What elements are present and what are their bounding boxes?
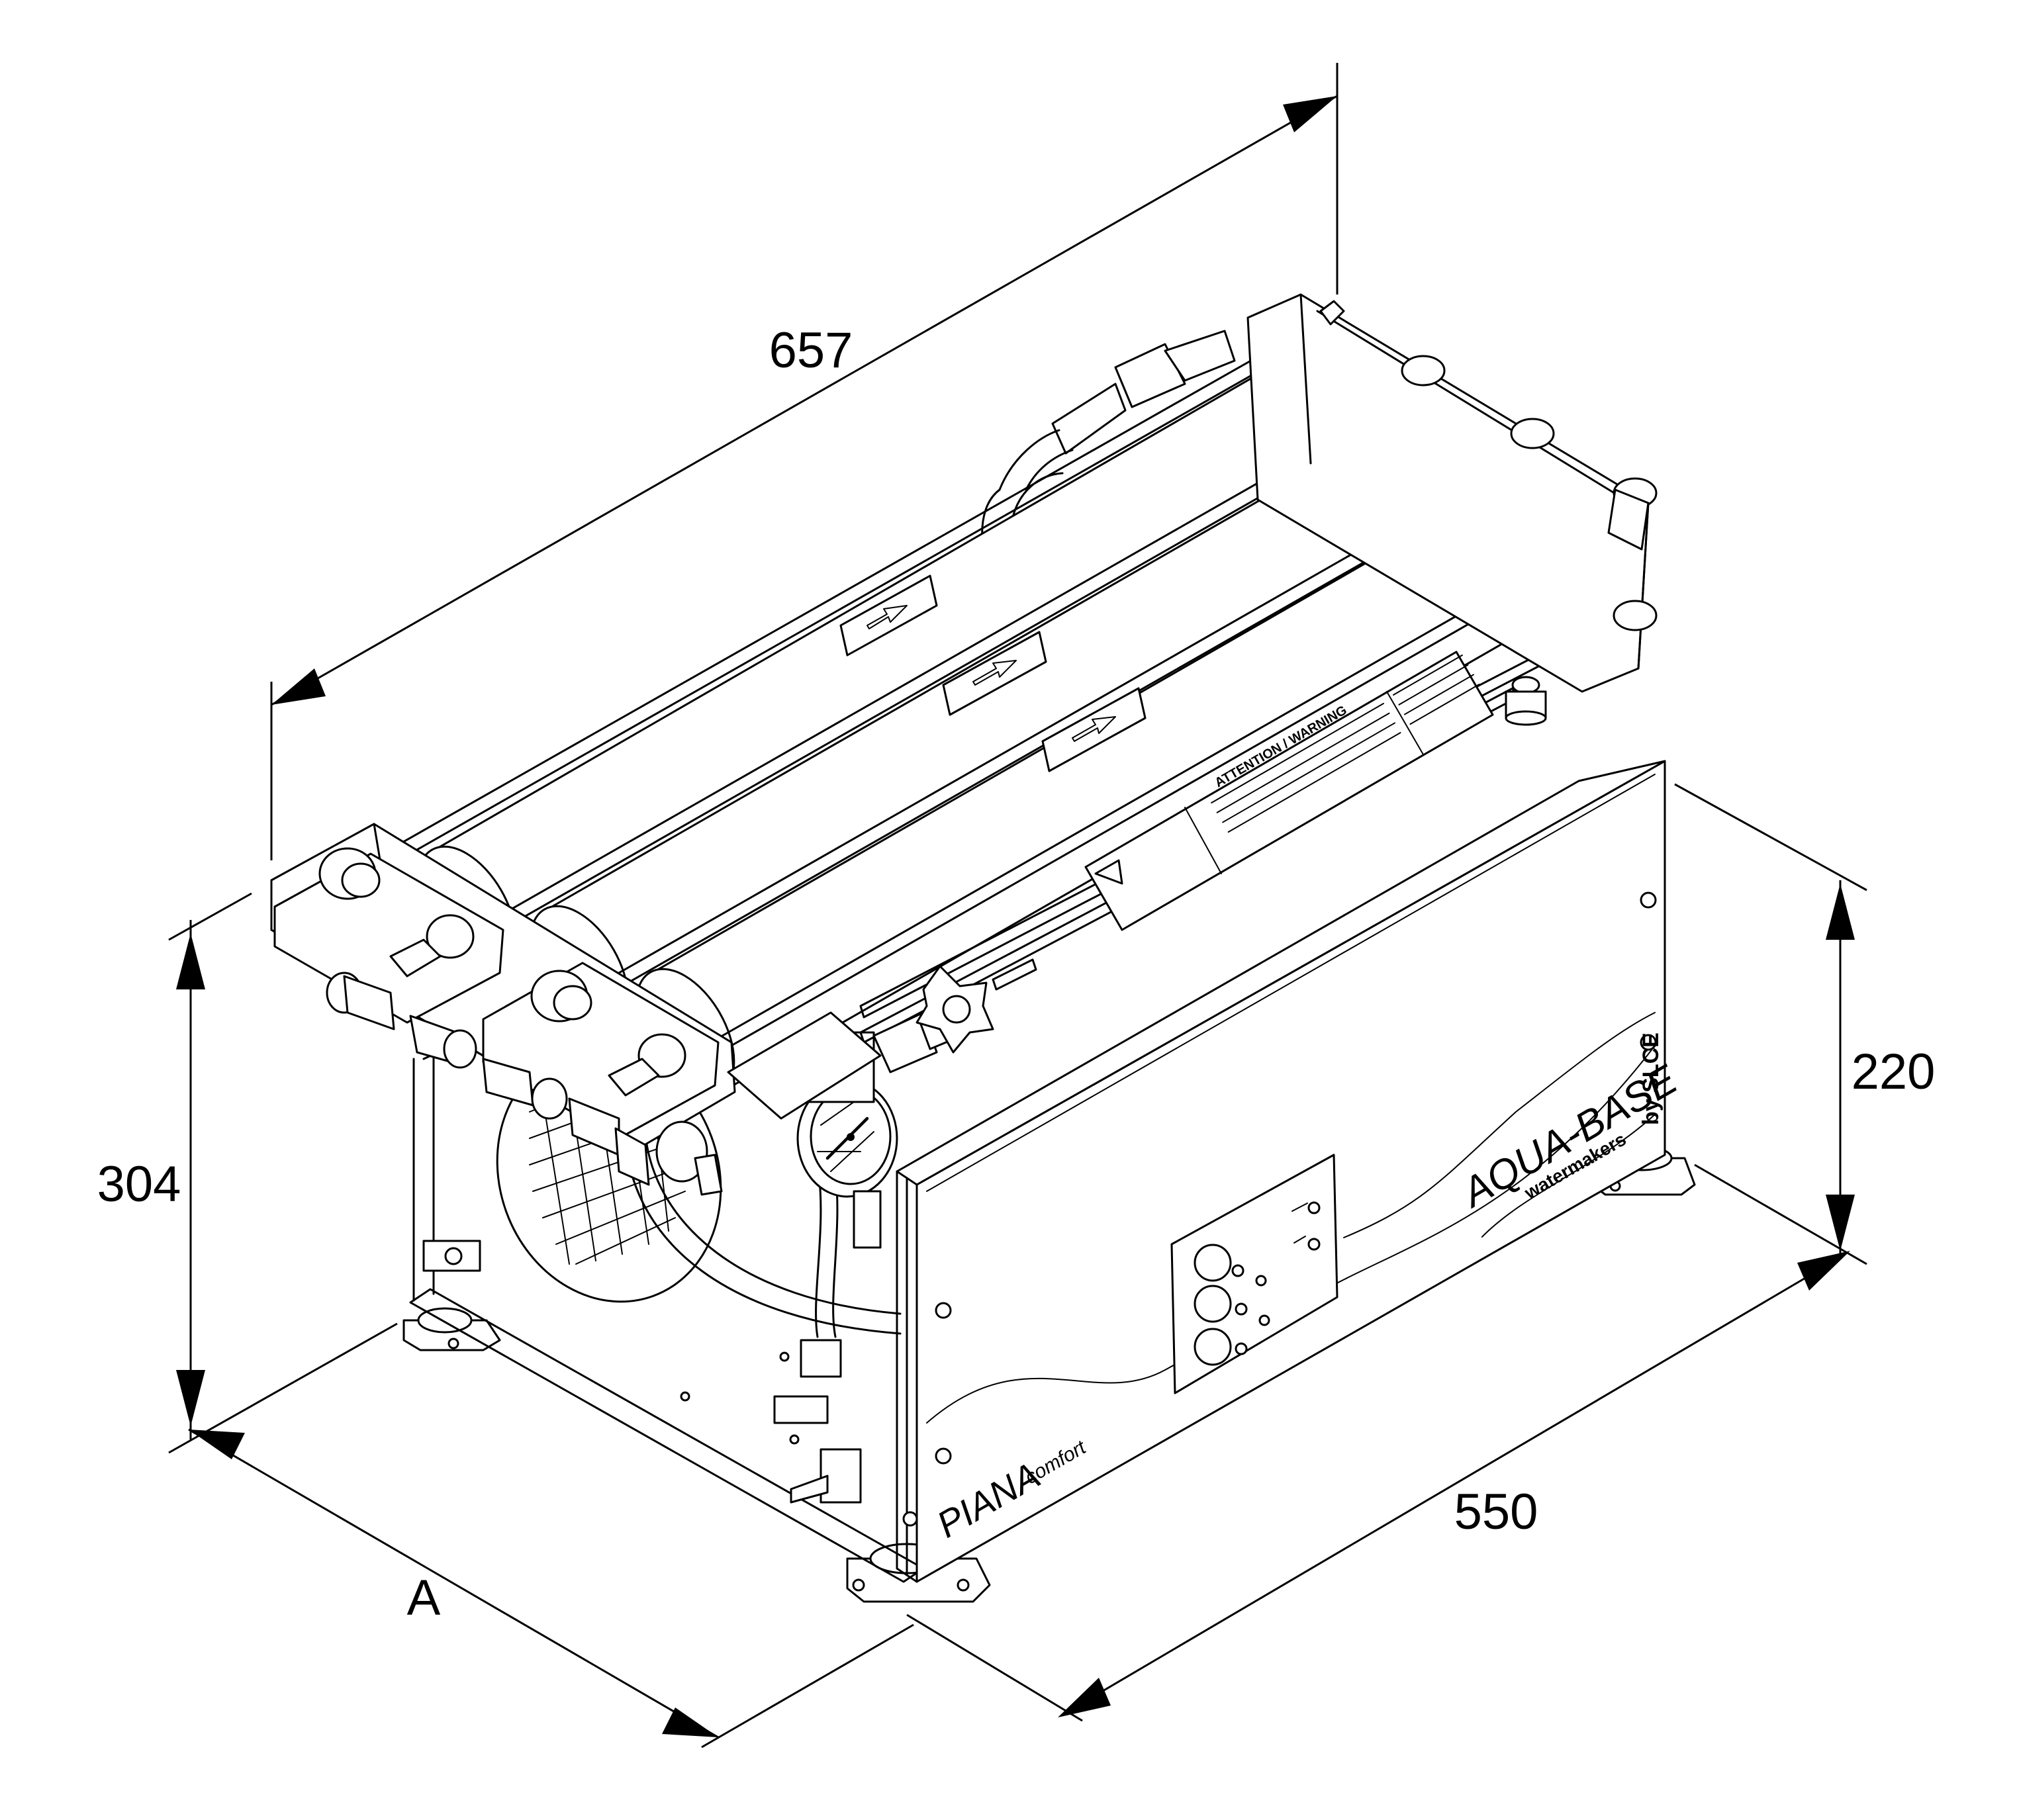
stop-button[interactable]: [1194, 1328, 1232, 1366]
arrowhead-220-top: [1826, 884, 1855, 940]
screw: [935, 1447, 952, 1465]
cabinet-top-fitting: [1505, 676, 1547, 726]
dimension-550-label: 550: [1454, 1484, 1538, 1540]
dimension-304: 304: [97, 892, 398, 1454]
fitting: [773, 1395, 829, 1424]
cabinet-top-face: [896, 760, 1666, 1186]
dimension-220: 220: [1674, 783, 1936, 1265]
dimension-657-label: 657: [769, 322, 853, 379]
base-cabinet: AQUA-BASE watermakers by SLCE PIANA comf…: [402, 760, 1696, 1603]
fitting: [800, 1339, 842, 1378]
dimension-220-label: 220: [1852, 1044, 1936, 1100]
high-pressure-hose: [998, 330, 1236, 491]
arrowhead-220-bottom: [1826, 1195, 1855, 1251]
arrowhead-304-bottom: [176, 1370, 205, 1426]
screw: [1640, 891, 1657, 909]
power-button[interactable]: [1194, 1244, 1232, 1282]
arrowhead-A-right: [662, 1707, 718, 1737]
indicator-led: [1231, 1264, 1244, 1277]
arrowhead-550-left: [1058, 1678, 1111, 1717]
gauge-needle: [825, 1116, 869, 1160]
control-panel: [1170, 1154, 1338, 1394]
dimension-657: 657: [270, 63, 1338, 860]
indicator-led: [1255, 1275, 1267, 1287]
membrane-vessels: ATTENTION / WARNING: [270, 293, 1658, 1196]
flow-arrow-label-2: [942, 631, 1047, 716]
dimension-A: A: [188, 1428, 914, 1749]
indicator-led: [1235, 1342, 1248, 1355]
arrowhead-550-right: [1797, 1251, 1850, 1291]
indicator-led: [1258, 1314, 1270, 1326]
cabinet-wave-upper: [1343, 1012, 1656, 1238]
end-plate-front: [270, 823, 736, 1150]
screw: [1640, 1034, 1657, 1051]
pressure-adjust-knob[interactable]: [915, 958, 1037, 1054]
svg-text:by SLCE: by SLCE: [1638, 1032, 1664, 1125]
arrowhead-657-left: [271, 668, 326, 705]
arrowhead-304-top: [176, 933, 205, 989]
dimension-550: 550: [906, 1251, 1850, 1722]
brand-by-slce: by SLCE: [1638, 1032, 1664, 1125]
warning-triangle-icon: [1094, 859, 1123, 885]
indicator-led: [1307, 1238, 1321, 1251]
dimension-304-label: 304: [97, 1156, 181, 1212]
arrowhead-A-left: [189, 1430, 245, 1459]
panel-symbols-icon: [1291, 1203, 1308, 1244]
arrowhead-657-right: [1283, 96, 1337, 132]
indicator-led: [1307, 1201, 1321, 1214]
start-button[interactable]: [1194, 1285, 1232, 1323]
flow-arrow-label-3: [1041, 687, 1147, 772]
end-plate-rear: [1246, 293, 1658, 693]
flow-arrow-label-1: [839, 574, 938, 657]
dimension-A-label: A: [407, 1570, 441, 1626]
indicator-led: [1235, 1302, 1248, 1316]
screw: [935, 1302, 952, 1319]
